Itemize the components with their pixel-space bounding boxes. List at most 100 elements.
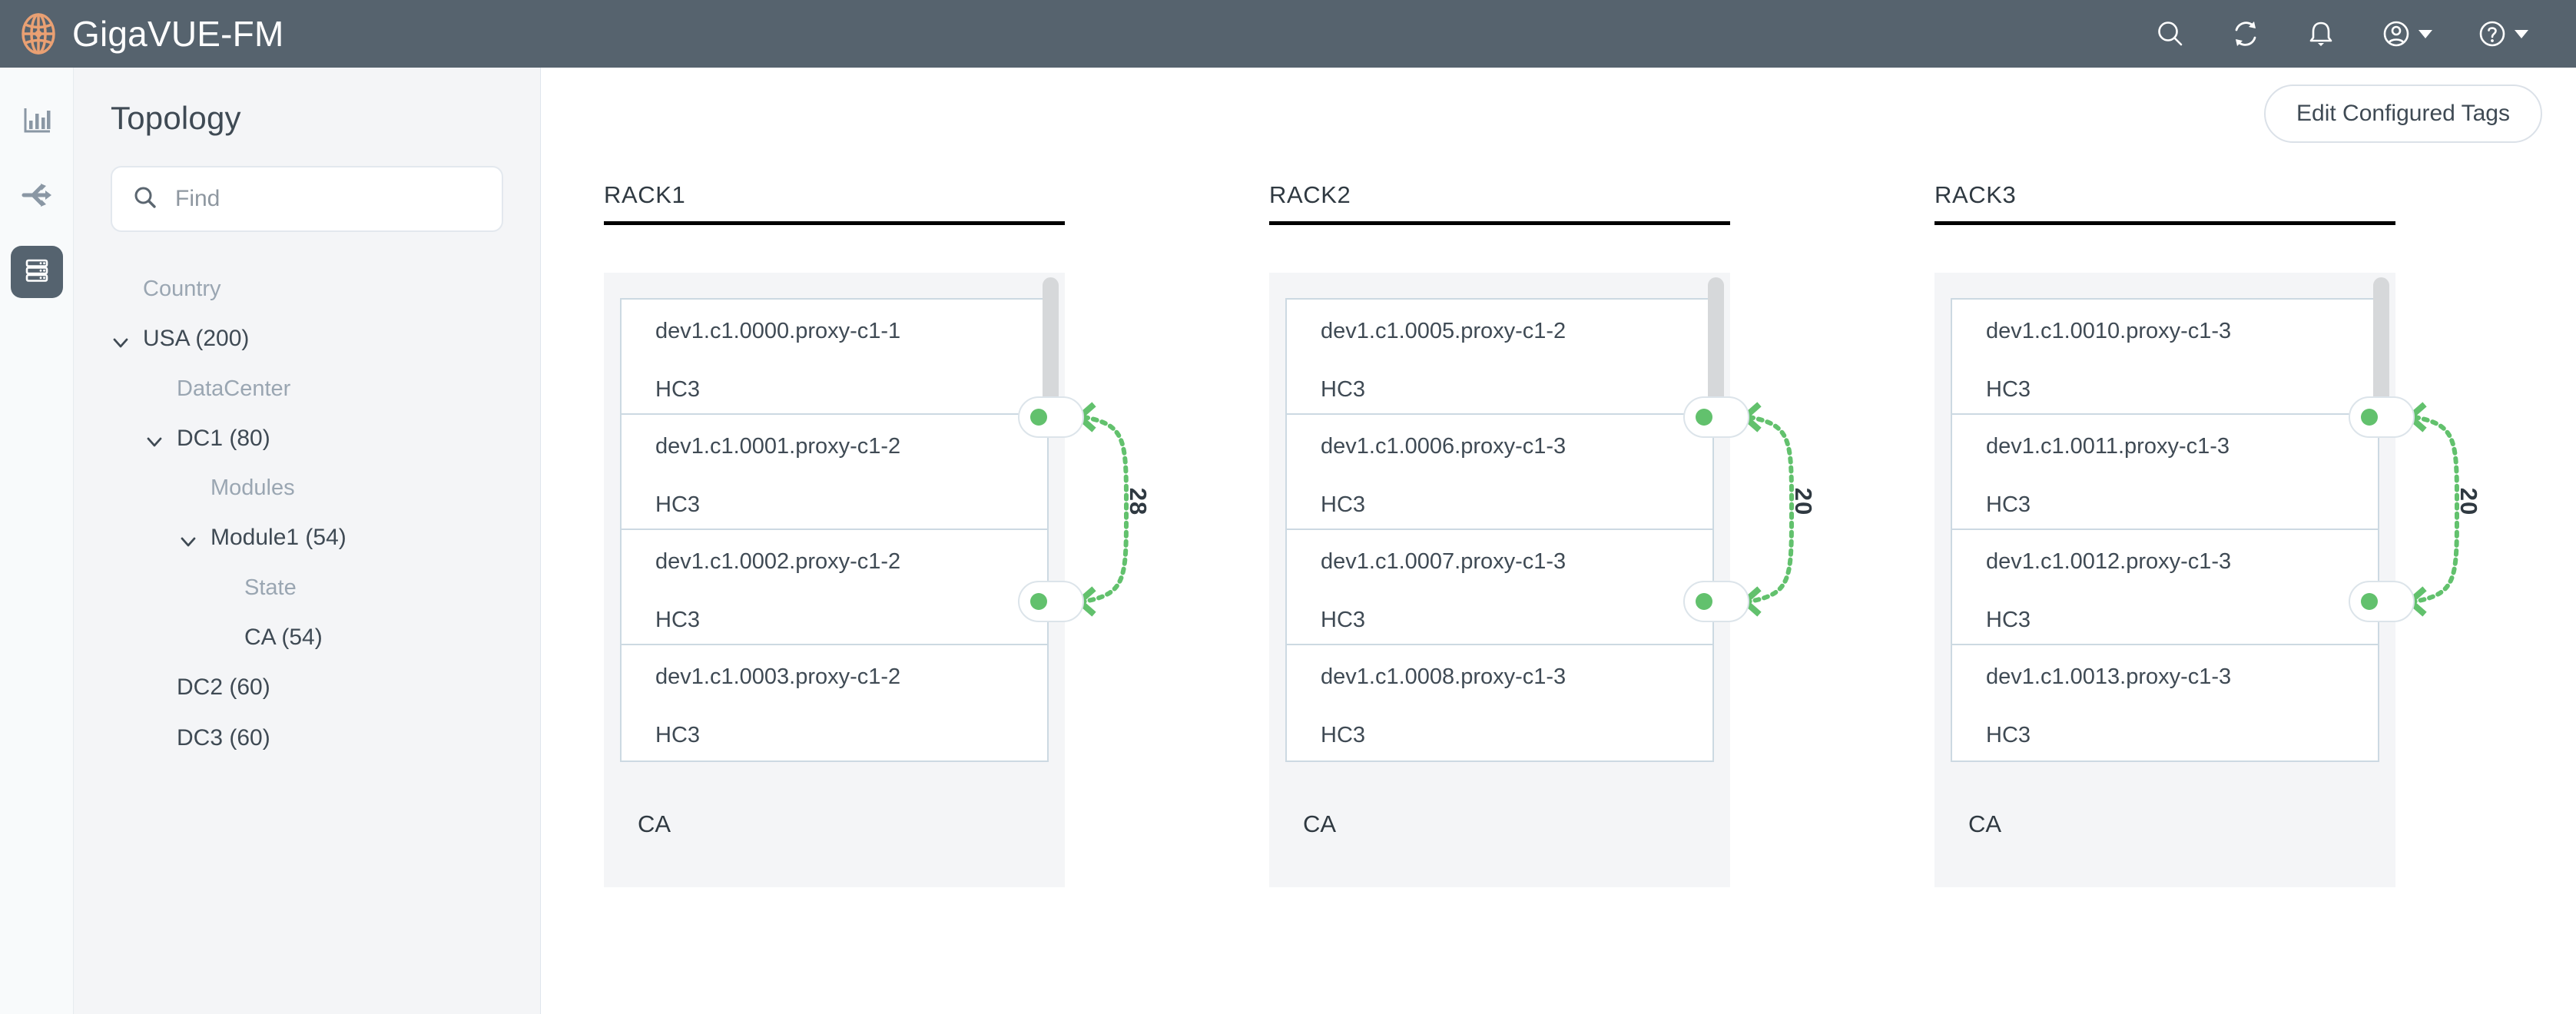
search-input[interactable] xyxy=(175,186,482,212)
device-name: dev1.c1.0000.proxy-c1-1 xyxy=(655,319,901,343)
rack-footer-label: CA xyxy=(1303,810,1337,837)
globe-icon xyxy=(17,12,60,55)
device-model: HC3 xyxy=(655,492,701,517)
tree-node-usa[interactable]: USA (200) xyxy=(111,313,503,364)
tree-group-label: State xyxy=(244,575,297,600)
rack-link: 28 xyxy=(1018,394,1153,625)
tree-node-label: Module1 (54) xyxy=(211,525,346,551)
link-count-label: 28 xyxy=(1125,487,1152,516)
device-model: HC3 xyxy=(655,722,701,747)
help-icon[interactable] xyxy=(2477,18,2528,49)
device-model: HC3 xyxy=(1321,607,1366,632)
device-name: dev1.c1.0003.proxy-c1-2 xyxy=(655,664,901,689)
device-name: dev1.c1.0013.proxy-c1-3 xyxy=(1986,664,2232,689)
device-name: dev1.c1.0010.proxy-c1-3 xyxy=(1986,319,2232,343)
device-name: dev1.c1.0002.proxy-c1-2 xyxy=(655,549,901,574)
rack-title-rule xyxy=(1269,221,1730,225)
traffic-icon xyxy=(21,179,53,215)
chevron-down-icon[interactable] xyxy=(111,329,131,349)
tree-node-ca[interactable]: CA (54) xyxy=(111,612,503,663)
tree-node-dc1[interactable]: DC1 (80) xyxy=(111,413,503,464)
chevron-down-icon[interactable] xyxy=(144,428,164,448)
rack-link: 20 xyxy=(2349,394,2484,625)
device-name: dev1.c1.0012.proxy-c1-3 xyxy=(1986,549,2232,574)
rack-scrollbar-thumb[interactable] xyxy=(1708,277,1724,417)
sidebar-item-inventory[interactable] xyxy=(10,246,63,298)
edit-configured-tags-button[interactable]: Edit Configured Tags xyxy=(2264,84,2542,143)
rack-footer-label: CA xyxy=(1968,810,2002,837)
device-model: HC3 xyxy=(655,607,701,632)
sidebar-item-dashboard[interactable] xyxy=(11,95,63,147)
link-path-icon xyxy=(1739,402,1794,617)
device-name: dev1.c1.0001.proxy-c1-2 xyxy=(655,434,901,459)
link-path-icon xyxy=(2405,402,2459,617)
search-icon[interactable] xyxy=(2155,18,2186,49)
device-model: HC3 xyxy=(1986,376,2031,402)
rack-scrollbar-thumb[interactable] xyxy=(1043,277,1059,417)
rack-scrollbar-thumb[interactable] xyxy=(2373,277,2389,417)
app-title: GigaVUE-FM xyxy=(72,14,284,54)
tree-node-dc2[interactable]: DC2 (60) xyxy=(111,662,503,713)
link-count-label: 20 xyxy=(2455,487,2483,516)
rack-link: 20 xyxy=(1683,394,1818,625)
rack-title-rule xyxy=(604,221,1065,225)
dashboard-icon xyxy=(21,104,53,140)
device-model: HC3 xyxy=(1986,607,2031,632)
rack-scrollbar[interactable] xyxy=(2373,273,2389,887)
device-model: HC3 xyxy=(655,376,701,402)
rack-title: RACK2 xyxy=(1269,181,1351,208)
device-model: HC3 xyxy=(1321,376,1366,402)
tree-node-label: CA (54) xyxy=(244,624,323,650)
user-account-icon[interactable] xyxy=(2381,18,2432,49)
rack-title: RACK1 xyxy=(604,181,686,208)
topology-canvas: Edit Configured Tags RACK1 dev1.c1.0000.p… xyxy=(541,68,2576,1014)
sidebar-item-traffic[interactable] xyxy=(11,171,63,223)
rack-footer-label: CA xyxy=(638,810,671,837)
icon-rail xyxy=(0,68,74,1014)
tree-node-label: DC2 (60) xyxy=(177,674,270,701)
inventory-icon xyxy=(22,255,52,290)
tree-node-label: USA (200) xyxy=(143,326,250,352)
tree-node-module1[interactable]: Module1 (54) xyxy=(111,512,503,563)
brand: GigaVUE-FM xyxy=(0,12,283,55)
app-header: GigaVUE-FM xyxy=(0,0,2576,68)
device-model: HC3 xyxy=(1321,722,1366,747)
tree-node-dc3[interactable]: DC3 (60) xyxy=(111,713,503,764)
page-title: Topology xyxy=(111,100,241,136)
chevron-down-icon xyxy=(2515,29,2528,38)
device-name: dev1.c1.0005.proxy-c1-2 xyxy=(1321,319,1566,343)
notification-icon[interactable] xyxy=(2306,18,2336,49)
link-path-icon xyxy=(1074,402,1129,617)
rack-title-rule xyxy=(1934,221,2395,225)
tree-group-label: DataCenter xyxy=(177,376,291,401)
rack-scrollbar[interactable] xyxy=(1043,273,1059,887)
chevron-down-icon[interactable] xyxy=(178,528,198,548)
search-icon xyxy=(132,184,158,214)
rack-title: RACK3 xyxy=(1934,181,2017,208)
search-box[interactable] xyxy=(111,166,503,232)
refresh-icon[interactable] xyxy=(2230,18,2261,49)
device-name: dev1.c1.0007.proxy-c1-3 xyxy=(1321,549,1566,574)
rack-scrollbar[interactable] xyxy=(1708,273,1724,887)
